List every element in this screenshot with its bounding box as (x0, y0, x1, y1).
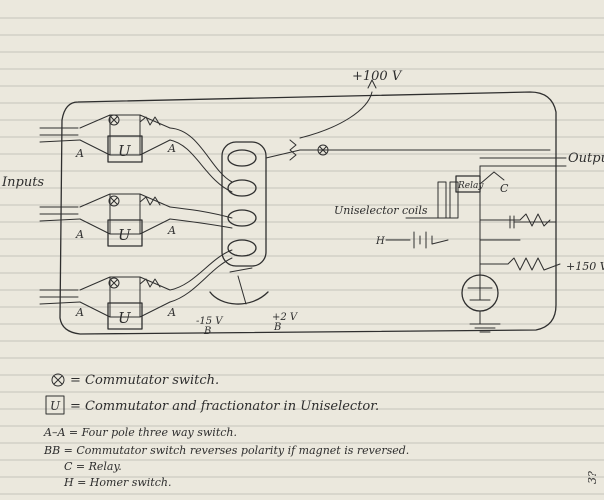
supply-feed (299, 91, 551, 151)
coil-1 (227, 149, 257, 167)
unit-group-2 (79, 193, 171, 235)
u-label-2: U (118, 226, 132, 244)
valve-electrodes (467, 275, 493, 301)
b2-label: B (273, 322, 281, 333)
h-label: H (375, 236, 385, 247)
a-label-2: A (167, 142, 176, 155)
coil-housing (221, 141, 267, 267)
u-box-1 (107, 135, 143, 163)
a-label-1: A (75, 147, 84, 160)
a-label-4: A (167, 224, 176, 237)
legend-relay: C = Relay. (64, 460, 122, 473)
margin-note: 3? (586, 471, 599, 484)
uniselector-coil-1 (437, 181, 447, 219)
relay-switch (479, 171, 505, 185)
load-resistor (479, 257, 561, 271)
upper-lead (265, 149, 331, 159)
valve-plate-lead (479, 165, 521, 277)
a-label-5: A (75, 306, 84, 319)
output-lines (479, 157, 567, 167)
u-box-2 (107, 219, 143, 247)
u-symbol-icon (45, 395, 65, 415)
input-lines (39, 127, 81, 305)
a-label-3: A (75, 228, 84, 241)
commutator-symbol-icon (51, 373, 65, 387)
uniselector-coil-2 (449, 181, 459, 219)
u-box-3 (107, 302, 143, 330)
relay-label: Relay (457, 181, 484, 191)
coil-4 (227, 239, 257, 257)
unit-group-1 (79, 114, 171, 156)
legend-commutator-fractionator: = Commutator and fractionator in Unisele… (70, 399, 379, 414)
legend: = Commutator switch. U = Commutator and … (43, 373, 409, 489)
bb-bar (229, 267, 253, 273)
plus150-label: +150 V (566, 260, 604, 273)
c-label: C (500, 182, 509, 195)
u-symbol-label: U (50, 399, 61, 413)
supply-label: +100 V (352, 69, 403, 84)
unit-group-3 (79, 276, 171, 318)
u-label-3: U (118, 309, 132, 327)
uniselector-label: Uniselector coils (334, 204, 428, 217)
ruled-lines (0, 17, 604, 495)
plate-resistor (519, 213, 551, 227)
a-label-6: A (167, 306, 176, 319)
legend-homer: H = Homer switch. (63, 476, 171, 489)
legend-four-pole: A–A = Four pole three way switch. (43, 426, 237, 439)
u-label-1: U (118, 142, 132, 160)
output-label: Output (568, 151, 604, 166)
upper-resistor (289, 139, 297, 161)
legend-commutator: = Commutator switch. (70, 373, 219, 388)
bb-meter-arc (209, 291, 269, 305)
coil-2 (227, 179, 257, 197)
plus2-label: +2 V (272, 312, 299, 323)
supply-arrow (367, 79, 377, 89)
inputs-label: Inputs (1, 175, 44, 190)
enclosure-box (59, 91, 557, 335)
battery-h-switch (385, 231, 449, 249)
coil-3 (227, 209, 257, 227)
bb-meter-needle (237, 275, 247, 305)
legend-bb: BB = Commutator switch reverses polarity… (43, 444, 409, 457)
minus15-label: -15 V (196, 316, 224, 327)
ground-symbol (469, 310, 501, 333)
b1-label: B (203, 326, 211, 337)
